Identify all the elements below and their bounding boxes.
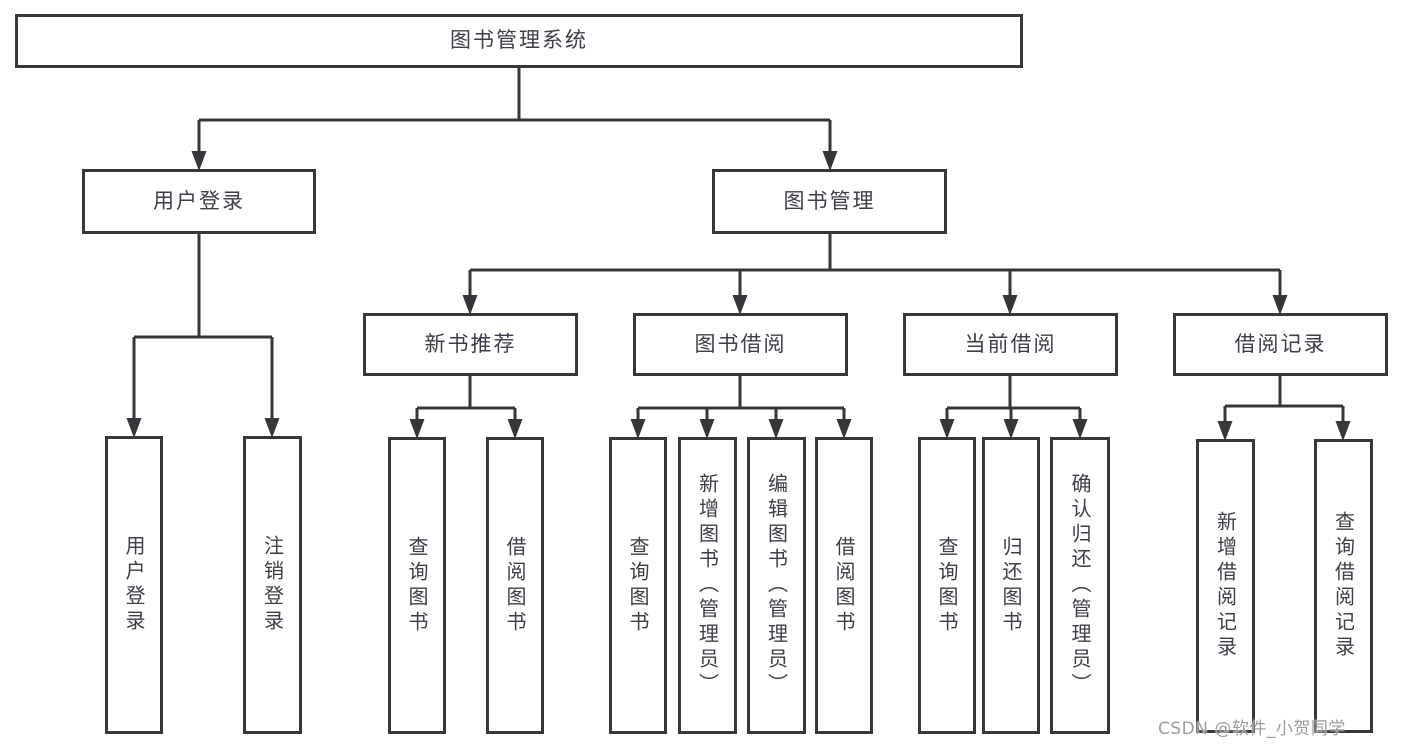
node-recommend-borrow-books: 借阅图书: [486, 437, 544, 734]
node-book-borrow: 图书借阅: [633, 313, 848, 376]
node-recommend-query-books: 查询图书: [388, 437, 446, 734]
arrowheads: [126, 151, 1351, 441]
node-user-login-branch: 用户登录: [82, 169, 316, 234]
node-root-system: 图书管理系统: [15, 14, 1023, 68]
node-borrow-edit-books-admin: 编辑图书（管理员）: [747, 437, 806, 734]
node-records-query-record: 查询借阅记录: [1314, 439, 1373, 733]
node-book-management: 图书管理: [712, 169, 947, 234]
node-borrow-add-books-admin: 新增图书（管理员）: [678, 437, 737, 734]
node-borrow-query-books: 查询图书: [609, 437, 667, 734]
node-current-borrow: 当前借阅: [903, 313, 1118, 376]
node-records-add-record: 新增借阅记录: [1196, 439, 1255, 733]
node-borrow-borrow-books: 借阅图书: [815, 437, 873, 734]
node-borrow-records: 借阅记录: [1173, 313, 1388, 376]
node-current-confirm-return-admin: 确认归还（管理员）: [1050, 437, 1110, 734]
node-current-query-books: 查询图书: [918, 437, 976, 734]
node-new-book-recommend: 新书推荐: [363, 313, 578, 376]
node-logout: 注销登录: [243, 436, 302, 734]
node-current-return-books: 归还图书: [982, 437, 1040, 734]
csdn-watermark: CSDN @软件_小贺同学: [1158, 719, 1346, 739]
node-user-login: 用户登录: [105, 436, 163, 734]
